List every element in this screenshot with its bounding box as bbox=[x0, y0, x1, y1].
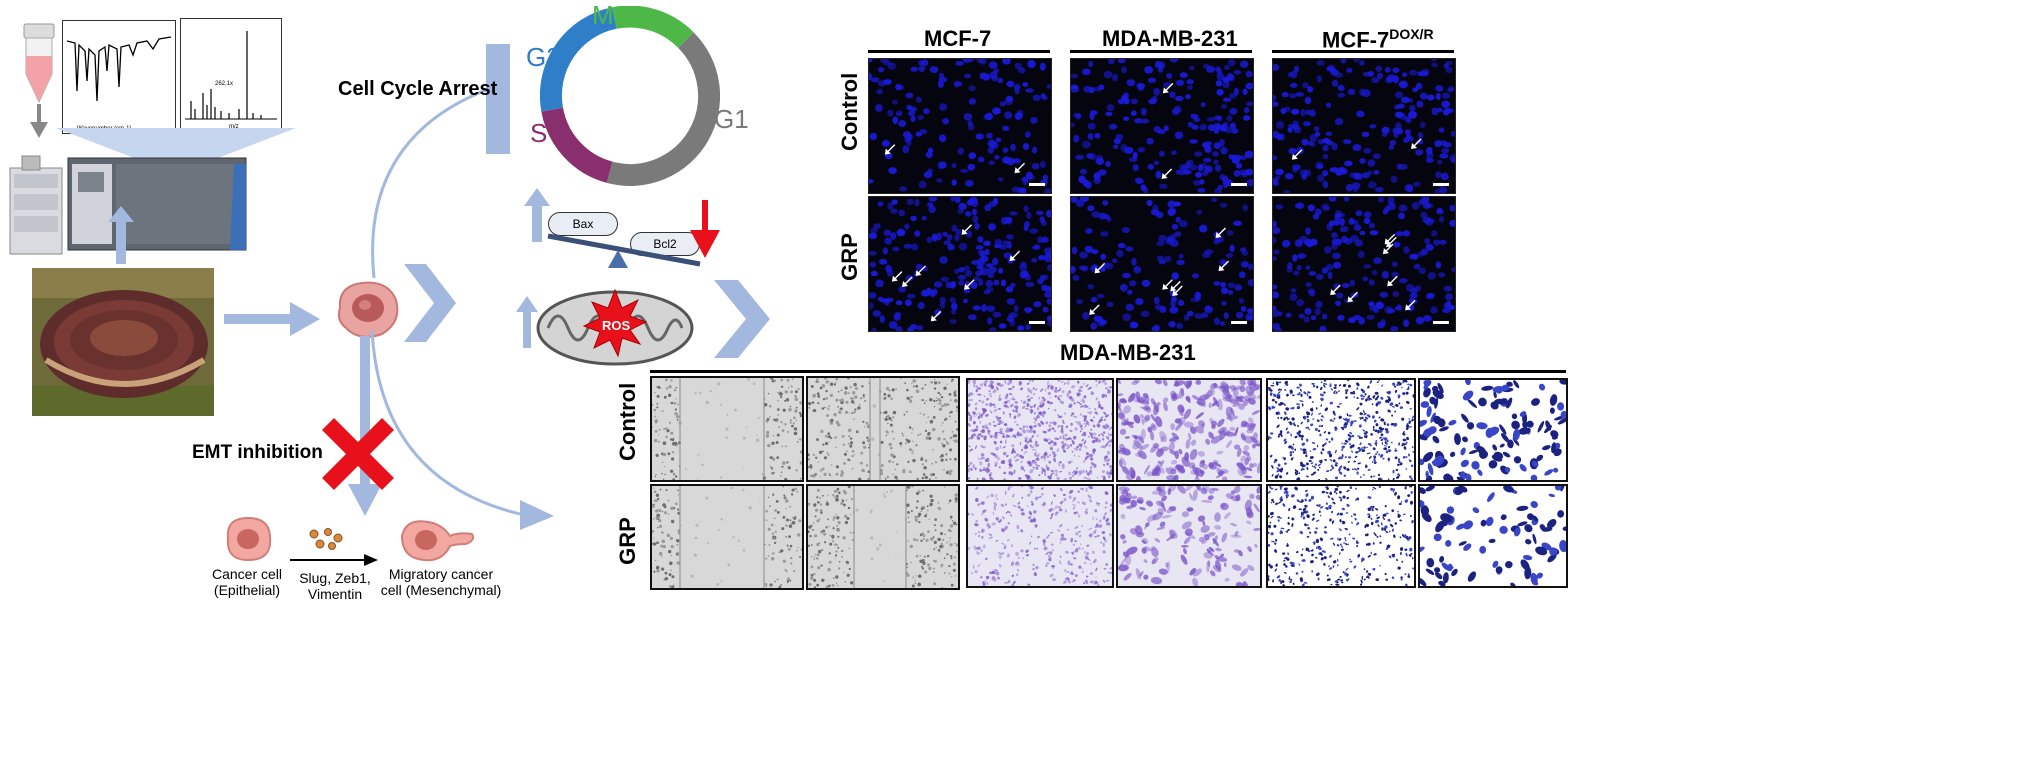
col-label-mcf7doxr-main: MCF-7 bbox=[1322, 27, 1390, 53]
down-arrow-icon bbox=[30, 104, 48, 138]
crystal-violet-panel bbox=[1116, 484, 1262, 588]
migration-title: MDA-MB-231 bbox=[1060, 340, 1196, 365]
col-underline-2 bbox=[1070, 50, 1252, 53]
col-underline-3 bbox=[1272, 50, 1454, 53]
phase-s-label: S bbox=[530, 118, 548, 148]
migration-row-control: Control bbox=[615, 382, 640, 461]
crystal-violet-panel bbox=[966, 378, 1114, 482]
epithelial-line-2: (Epithelial) bbox=[213, 582, 281, 598]
col-label-mcf7: MCF-7 bbox=[924, 26, 992, 51]
cell-cycle-ring bbox=[540, 6, 720, 186]
balance-scale-icon bbox=[547, 233, 701, 268]
mass-spectrum-chart: 262.1x m/z bbox=[180, 18, 282, 132]
hoechst-panel bbox=[1272, 196, 1456, 332]
arrest-block-bar bbox=[486, 44, 510, 154]
factors-line-1: Slug, Zeb1, bbox=[299, 570, 371, 586]
phase-g1-label: G1 bbox=[714, 104, 749, 134]
invasion-panel bbox=[1418, 378, 1568, 482]
hoechst-panel bbox=[868, 196, 1052, 332]
mesenchymal-line-2: cell (Mesenchymal) bbox=[380, 582, 502, 598]
curve-to-cell-cycle bbox=[371, 88, 487, 279]
wound-panel bbox=[650, 376, 804, 482]
epithelial-cell-label: Cancer cell (Epithelial) bbox=[196, 566, 298, 598]
ftir-spectrum-chart: Wavenumber (cm-1) bbox=[62, 20, 176, 134]
bax-pill: Bax bbox=[548, 212, 618, 236]
epithelial-line-1: Cancer cell bbox=[211, 566, 283, 582]
invasion-panel bbox=[1418, 484, 1568, 588]
chevron-right-icon bbox=[404, 264, 456, 342]
factors-line-2: Vimentin bbox=[307, 586, 363, 602]
bcl2-down-arrow-icon bbox=[690, 200, 720, 258]
factors-label: Slug, Zeb1, Vimentin bbox=[290, 570, 380, 602]
wound-panel bbox=[806, 484, 960, 590]
up-arrow-icon bbox=[108, 206, 134, 264]
chevron-right-icon-2 bbox=[714, 280, 770, 358]
down-arrow-emt-icon bbox=[348, 336, 382, 516]
col-label-mdamb231: MDA-MB-231 bbox=[1102, 26, 1238, 51]
transcription-factors-icon bbox=[309, 528, 343, 550]
mesenchymal-line-1: Migratory cancer bbox=[388, 566, 494, 582]
col-label-superscript: DOX/R bbox=[1389, 26, 1434, 42]
zoom-funnel-shape bbox=[56, 128, 296, 174]
hoechst-panel bbox=[868, 58, 1052, 194]
crystal-violet-panel bbox=[966, 484, 1114, 588]
wound-panel bbox=[806, 376, 960, 482]
mesenchymal-cell-label: Migratory cancer cell (Mesenchymal) bbox=[380, 566, 502, 598]
migration-row-grp: GRP bbox=[615, 517, 640, 565]
migration-underline bbox=[650, 370, 1566, 373]
mesenchymal-cell-icon bbox=[400, 520, 475, 562]
curve-to-migration bbox=[370, 330, 554, 530]
hoechst-panel bbox=[1070, 58, 1254, 194]
inhibition-cross-icon bbox=[322, 418, 394, 490]
row-label-control: Control bbox=[837, 72, 862, 151]
mitochondrion-icon bbox=[536, 288, 694, 366]
wound-panel bbox=[650, 484, 804, 590]
ros-label: ROS bbox=[602, 318, 631, 333]
emt-transition-arrow bbox=[290, 554, 378, 566]
hoechst-panel bbox=[1070, 196, 1254, 332]
row-label-grp: GRP bbox=[837, 233, 862, 281]
hoechst-panel bbox=[1272, 58, 1456, 194]
col-label-mcf7doxr: MCF-7DOX/R bbox=[1322, 26, 1434, 53]
invasion-panel bbox=[1266, 378, 1416, 482]
phase-m-label: M bbox=[592, 0, 614, 30]
emt-inhibition-label: EMT inhibition bbox=[192, 442, 323, 463]
ms-axis-label: m/z bbox=[229, 124, 239, 130]
epithelial-cell-icon bbox=[226, 516, 272, 562]
mushroom-photo bbox=[32, 268, 214, 416]
invasion-panel bbox=[1266, 484, 1416, 588]
sample-tube-icon bbox=[23, 23, 55, 104]
cell-cycle-arrest-label: Cell Cycle Arrest bbox=[338, 78, 498, 100]
bax-up-arrow-icon bbox=[524, 188, 550, 242]
ms-peak-label: 262.1x bbox=[215, 81, 234, 87]
cancer-cell-icon bbox=[337, 281, 399, 338]
right-arrow-icon bbox=[224, 302, 320, 336]
phase-g2-label: G2 bbox=[526, 42, 561, 72]
ros-up-arrow-icon bbox=[516, 296, 538, 348]
hplc-ms-instrument-icon bbox=[9, 155, 247, 255]
col-underline-1 bbox=[868, 50, 1050, 53]
crystal-violet-panel bbox=[1116, 378, 1262, 482]
